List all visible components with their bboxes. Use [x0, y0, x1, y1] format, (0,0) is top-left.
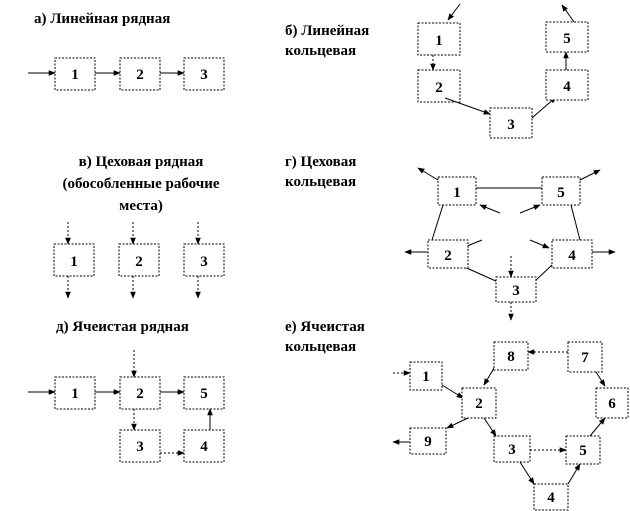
panel-d-node-4-label: 4	[200, 439, 208, 455]
panel-v-title-line3: места)	[119, 198, 163, 214]
panel-e-node-4-label: 4	[547, 490, 555, 506]
panel-d-node-5	[183, 376, 225, 410]
panel-v-node-2	[118, 243, 160, 277]
panel-d-node-5-label: 5	[200, 386, 208, 402]
panel-g-node-1	[437, 176, 477, 206]
panel-v-title-line2: (обособленные рабочие	[62, 176, 220, 192]
panel-a-node-2-label: 2	[136, 67, 144, 83]
panel-g-node-4-label: 4	[568, 248, 576, 264]
panel-e-node-6	[595, 387, 629, 419]
panel-d-node-3	[119, 429, 161, 463]
panel-b-node-4	[545, 69, 589, 101]
panel-e-node-8	[493, 341, 529, 371]
panel-e-node-1-label: 1	[422, 369, 430, 385]
panel-e-arrow-4-5	[567, 463, 581, 485]
panel-d-node-3-label: 3	[136, 439, 144, 455]
panel-e-arrow-3-4	[519, 461, 535, 485]
panel-b-title-line1: б) Линейная	[285, 23, 370, 39]
panel-e-node-8-label: 8	[507, 349, 515, 365]
panel-d-node-4	[183, 429, 225, 463]
panel-e-title-line2: кольцевая	[285, 339, 357, 355]
panel-d-node-1	[54, 376, 96, 410]
panel-g-output-1	[417, 167, 439, 181]
panel-e-node-1	[409, 361, 443, 391]
panel-e-node-5	[565, 435, 601, 465]
panel-e-node-5-label: 5	[579, 443, 587, 459]
panel-e-node-3-label: 3	[508, 442, 516, 458]
panel-v-node-3-label: 3	[200, 254, 208, 270]
panel-a-node-1	[54, 57, 96, 91]
panel-b-arrow-2-3	[444, 97, 491, 115]
panel-v-title-line1: в) Цеховая рядная	[78, 154, 204, 170]
panel-g-inner-arrow-5	[519, 204, 541, 214]
panel-g-node-1-label: 1	[453, 185, 461, 201]
panel-d-node-2	[119, 376, 161, 410]
panel-e-arrow-2-3	[483, 417, 497, 437]
panel-g-link-1-2	[431, 204, 444, 241]
panel-g-title-line1: г) Цеховая	[285, 154, 357, 170]
panel-v-node-1-label: 1	[70, 254, 78, 270]
panel-b-output-arrow	[561, 4, 575, 23]
panel-d-diagram: 1 2 3 4 5	[28, 350, 225, 463]
panel-v-node-3	[183, 243, 225, 277]
panel-a-diagram: 1 2 3	[28, 57, 225, 91]
panel-g-link-5-4	[570, 204, 581, 241]
panel-e-arrow-5-6	[589, 417, 606, 437]
panel-b-node-5	[545, 21, 589, 53]
panel-g-diagram: 1 2 3 4 5	[404, 167, 616, 321]
panel-e-diagram: 1 2 3 4 5 6 7 8 9	[392, 341, 629, 511]
panel-e-arrow-7-6	[595, 371, 606, 387]
panel-g-link-4-3	[533, 264, 553, 283]
panel-d-node-2-label: 2	[136, 386, 144, 402]
panel-b-node-3-label: 3	[507, 117, 515, 133]
panel-g-node-5-label: 5	[557, 185, 565, 201]
panel-g-inner-arrow-4	[529, 239, 550, 249]
panel-e-node-4	[533, 483, 569, 511]
panel-a-title: а) Линейная рядная	[34, 11, 171, 27]
panel-e-node-2-label: 2	[475, 396, 483, 412]
panel-g-output-5	[579, 169, 601, 181]
panel-b-node-2-label: 2	[435, 80, 443, 96]
panel-b-arrow-3-4	[531, 96, 557, 119]
panel-g-node-3-label: 3	[512, 283, 520, 299]
panel-e-arrow-1-2	[441, 384, 464, 399]
panel-g-title-line2: кольцевая	[285, 174, 357, 190]
panel-b-input-arrow	[447, 3, 461, 21]
panel-a-node-3	[183, 57, 225, 91]
panel-e-node-7	[567, 341, 603, 373]
panel-v-node-1	[53, 243, 95, 277]
panel-v-node-2-label: 2	[135, 254, 143, 270]
panel-d-title: д) Ячеистая рядная	[56, 319, 189, 335]
panel-e-title-line1: е) Ячеистая	[285, 319, 365, 335]
panel-b-node-5-label: 5	[563, 31, 571, 47]
panel-e-node-9-label: 9	[424, 434, 432, 450]
panel-e-node-3	[493, 435, 531, 463]
panel-e-arrow-2-9	[446, 417, 469, 429]
panel-b-node-2	[417, 69, 461, 103]
panel-e-node-2	[461, 387, 497, 419]
panel-a-node-2	[119, 57, 161, 91]
panel-d-node-1-label: 1	[71, 386, 79, 402]
panel-a-node-1-label: 1	[71, 67, 79, 83]
panel-e-node-7-label: 7	[581, 350, 589, 366]
panel-g-node-4	[551, 239, 593, 269]
panel-a-node-3-label: 3	[200, 67, 208, 83]
panel-g-inner-arrow-1	[479, 204, 501, 214]
panel-b-title-line2: кольцевая	[285, 43, 357, 59]
panel-b-node-4-label: 4	[563, 79, 571, 95]
panel-g-node-2-label: 2	[444, 248, 452, 264]
panel-e-node-6-label: 6	[608, 396, 616, 412]
panel-b-diagram: 1 2 3 4 5	[417, 3, 589, 139]
panel-b-node-1	[417, 22, 461, 56]
panel-g-node-3	[495, 276, 537, 303]
panel-b-node-1-label: 1	[435, 33, 443, 49]
panel-e-node-9	[409, 427, 447, 455]
panel-g-node-2	[427, 239, 469, 269]
panel-g-node-5	[541, 176, 581, 206]
panel-b-node-3	[489, 107, 533, 139]
panel-e-arrow-8-2	[483, 367, 495, 386]
panel-v-diagram: 1 2 3	[53, 222, 225, 299]
